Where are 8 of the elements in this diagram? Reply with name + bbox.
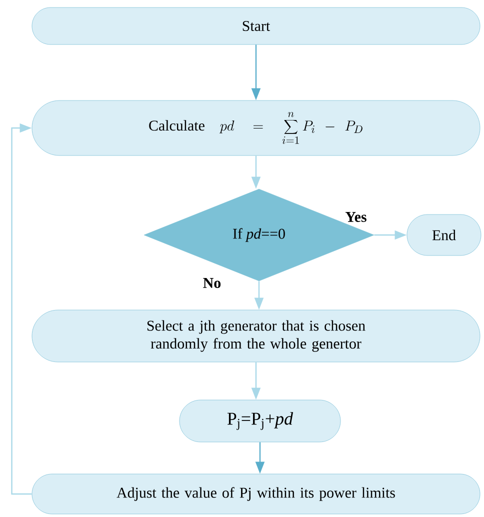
arrow [11, 123, 32, 495]
start-terminal: Start [32, 7, 480, 45]
end-terminal: End [406, 214, 482, 256]
process-box: Adjust the value of Pj within its power limits [32, 474, 480, 514]
process-box: Select a jth generator that is chosen randomly from the whole genertor [32, 310, 480, 362]
process-box: P$_{j}$=P$_{j}$+pd [179, 400, 341, 442]
process-box: Calculate $pd = \sum_{i=1}^{n} P_i - P_D$ [32, 100, 480, 156]
edge-label: Yes [344, 211, 368, 223]
